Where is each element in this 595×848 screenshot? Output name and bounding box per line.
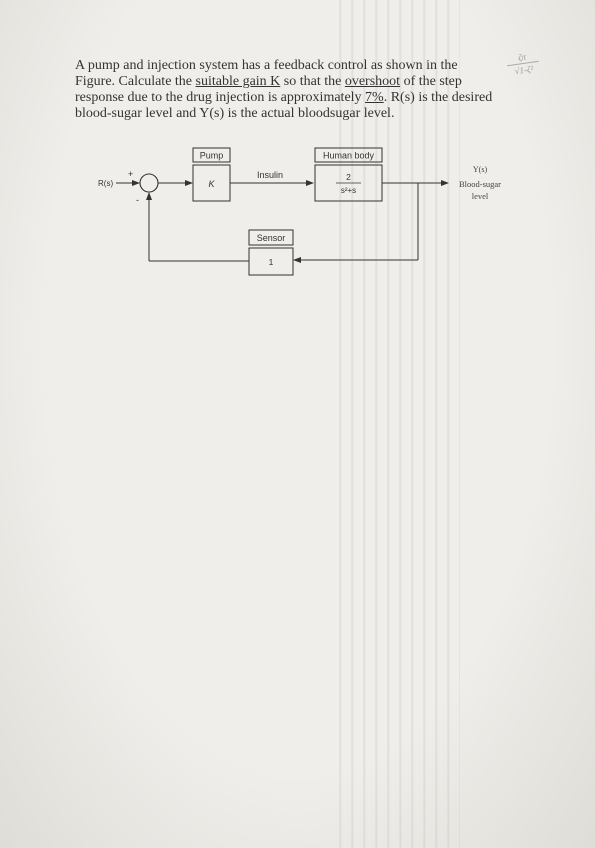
minus-sign: -: [136, 195, 139, 205]
summing-junction: [139, 173, 159, 193]
problem-text-3: of the step response due to the drug inj…: [75, 74, 462, 105]
pump-title-box: [192, 147, 231, 163]
plus-sign: +: [128, 169, 133, 179]
output-desc-line2: level: [472, 191, 489, 201]
pump-title: Pump: [200, 151, 224, 161]
gain-phrase: suitable gain K: [195, 74, 281, 89]
sensor-gain: 1: [269, 257, 274, 267]
body-numerator: 2: [346, 172, 351, 182]
input-label: R(s): [98, 179, 113, 188]
insulin-label: Insulin: [257, 170, 283, 180]
body-title: Human body: [323, 151, 375, 161]
problem-statement: A pump and injection system has a feedba…: [75, 58, 495, 122]
overshoot-percent: 7%: [365, 90, 384, 105]
body-denominator: s²+s: [341, 186, 356, 195]
problem-text-2: so that the: [280, 74, 345, 89]
overshoot-word: overshoot: [344, 74, 401, 89]
problem-text-1: A pump and injection system has a feedba…: [75, 58, 458, 89]
body-title-box: [314, 147, 383, 163]
sensor-title: Sensor: [257, 233, 286, 243]
output-desc-line1: Blood-sugar: [459, 179, 501, 189]
pump-gain: K: [208, 179, 215, 189]
sensor-title-box: [248, 229, 294, 246]
output-label: Y(s): [473, 165, 488, 174]
problem-text-4: . R(s) is the desired blood-sugar level …: [75, 90, 493, 121]
